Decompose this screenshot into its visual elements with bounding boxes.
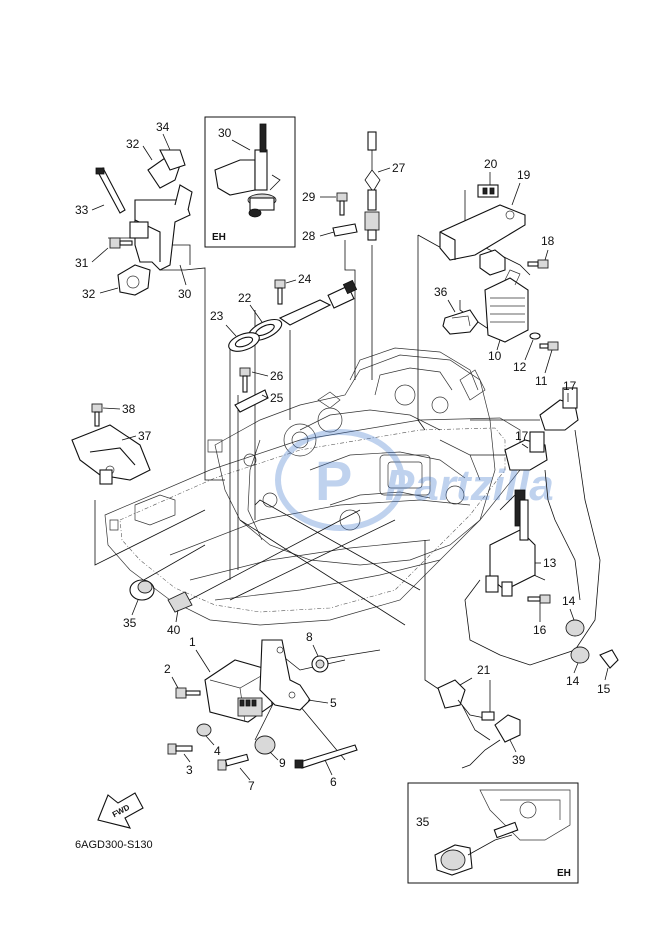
part-control-unit-1 <box>204 659 273 723</box>
callout-33: 33 <box>75 203 89 217</box>
part-block-small <box>479 249 506 276</box>
callout-38: 38 <box>122 402 136 416</box>
part-ignition-coil-13 <box>485 489 536 597</box>
inset-label-eh-top: EH <box>212 232 226 243</box>
inset-label-eh-bottom: EH <box>557 868 571 879</box>
part-grommet-14a <box>565 619 585 637</box>
part-grommet-14b <box>570 646 590 664</box>
callout-21: 21 <box>477 663 491 677</box>
callout-4: 4 <box>214 744 221 758</box>
part-bolt-26 <box>239 367 251 393</box>
part-bolt-11 <box>539 341 559 351</box>
part-bolt-2 <box>175 687 201 699</box>
part-bracket-28 <box>332 223 358 237</box>
callout-39: 39 <box>512 753 526 767</box>
callout-36: 36 <box>434 285 448 299</box>
part-cap-39 <box>461 714 521 769</box>
callout-23: 23 <box>210 309 224 323</box>
part-clip-lower <box>117 264 151 296</box>
part-bracket-37 <box>71 424 151 485</box>
part-grommet-23 <box>228 332 260 352</box>
part-grommet-8 <box>311 655 329 673</box>
engine-block-outline <box>104 347 521 626</box>
callout-10: 10 <box>488 349 502 363</box>
part-cable-tie <box>95 167 126 214</box>
callout-18: 18 <box>541 234 555 248</box>
callout-17-lower: 17 <box>515 429 529 443</box>
callout-22: 22 <box>238 291 252 305</box>
callout-5: 5 <box>330 696 337 710</box>
callout-20: 20 <box>484 157 498 171</box>
callout-34: 34 <box>156 120 170 134</box>
part-sensor-27 <box>364 131 381 241</box>
callout-19: 19 <box>517 168 531 182</box>
callout-27: 27 <box>392 161 406 175</box>
part-clip-20 <box>477 184 499 198</box>
part-bracket-25 <box>234 389 269 413</box>
part-collar-4 <box>196 723 212 737</box>
callout-13: 13 <box>543 556 557 570</box>
inset-box-switch: 35 EH <box>407 782 579 884</box>
part-clip-upper <box>147 149 186 189</box>
part-clamp-36 <box>442 309 479 335</box>
fwd-arrow-icon: FWD <box>97 792 144 829</box>
callout-2: 2 <box>164 662 171 676</box>
callout-30: 30 <box>178 287 192 301</box>
callout-9: 9 <box>279 756 286 770</box>
part-plug-cap-17-upper <box>464 387 601 666</box>
callout-32-upper: 32 <box>126 137 140 151</box>
callout-7: 7 <box>248 779 255 793</box>
callout-6: 6 <box>330 775 337 789</box>
callout-37: 37 <box>138 429 152 443</box>
part-bolt-29 <box>336 192 348 216</box>
callout-14-upper: 14 <box>562 594 576 608</box>
part-harness-22 <box>247 279 358 342</box>
callouts: 34 32 33 31 32 30 22 23 24 26 25 29 28 2… <box>75 120 611 793</box>
callout-26: 26 <box>270 369 284 383</box>
callout-35-inset: 35 <box>416 815 430 829</box>
callout-40: 40 <box>167 623 181 637</box>
callout-3: 3 <box>186 763 193 777</box>
callout-8: 8 <box>306 630 313 644</box>
callout-12: 12 <box>513 360 527 374</box>
part-bolt-24 <box>274 279 286 305</box>
part-bolt-7 <box>217 753 249 771</box>
part-bolt-16 <box>527 594 551 604</box>
part-bolt-38 <box>91 403 103 427</box>
part-grommet-9 <box>254 735 276 755</box>
callout-32-lower: 32 <box>82 287 96 301</box>
part-clamp-15 <box>599 649 619 669</box>
callout-15: 15 <box>597 682 611 696</box>
callout-11: 11 <box>535 374 548 388</box>
part-bolt-31 <box>109 237 133 249</box>
callout-24: 24 <box>298 272 312 286</box>
part-cable-tie-6 <box>294 744 358 769</box>
part-bolt-18 <box>527 259 549 269</box>
callout-25: 25 <box>270 391 284 405</box>
part-bolt-3 <box>167 743 193 755</box>
part-bracket-assembly <box>108 184 193 271</box>
part-bracket-19 <box>439 204 526 261</box>
callout-16: 16 <box>533 623 547 637</box>
callout-17-upper: 17 <box>563 379 577 393</box>
callout-1: 1 <box>189 635 196 649</box>
inset-box-sensor: 30 EH <box>204 116 296 248</box>
diagram-code: 6AGD300-S130 <box>75 839 153 851</box>
part-rectifier-10 <box>484 269 529 343</box>
part-plug-cap-17-lower <box>504 431 581 601</box>
part-label-40 <box>167 591 193 613</box>
callout-31: 31 <box>75 256 89 270</box>
callout-30-inset: 30 <box>218 126 232 140</box>
svg-text:P: P <box>315 449 352 512</box>
part-washer-12 <box>529 332 541 340</box>
part-sensor-21 <box>437 679 495 741</box>
callout-14-lower: 14 <box>566 674 580 688</box>
callout-28: 28 <box>302 229 316 243</box>
callout-29: 29 <box>302 190 316 204</box>
callout-35: 35 <box>123 616 137 630</box>
part-plug-35 <box>129 579 155 601</box>
